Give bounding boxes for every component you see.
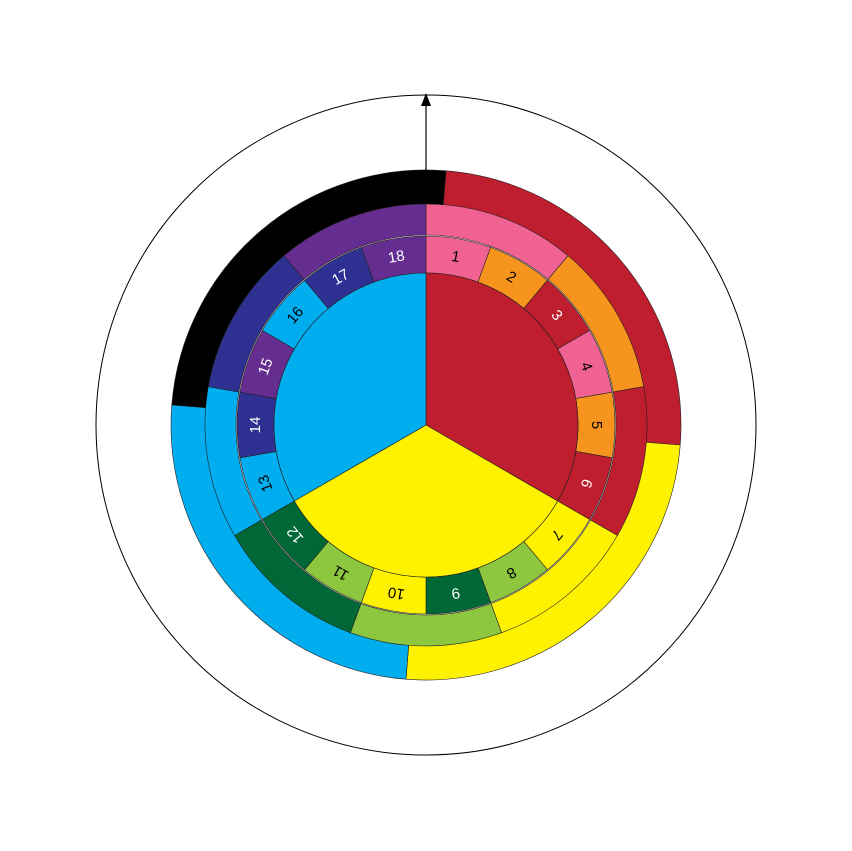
segment-number-label: 15 [255,356,277,377]
segment-number-label: 14 [247,417,264,434]
pointer-arrow-icon [421,93,431,172]
inner-primary-sector [293,424,559,578]
segment-number-label: 9 [450,584,461,602]
segment-number-label: 17 [329,266,352,289]
segment-number-label: 5 [588,421,605,429]
third-ring-segment [283,203,427,280]
segment-number-label: 11 [330,561,352,584]
inner-primary-sector [273,272,427,502]
third-ring [204,203,648,647]
segment-number-label: 1 [450,248,461,266]
segment-number-label: 10 [387,583,406,603]
segment-number-label: 18 [387,247,406,267]
segment-number-label: 13 [255,473,277,494]
inner-primary-sector [425,272,579,502]
inner-circle [273,272,579,578]
outer-ring [170,169,682,681]
